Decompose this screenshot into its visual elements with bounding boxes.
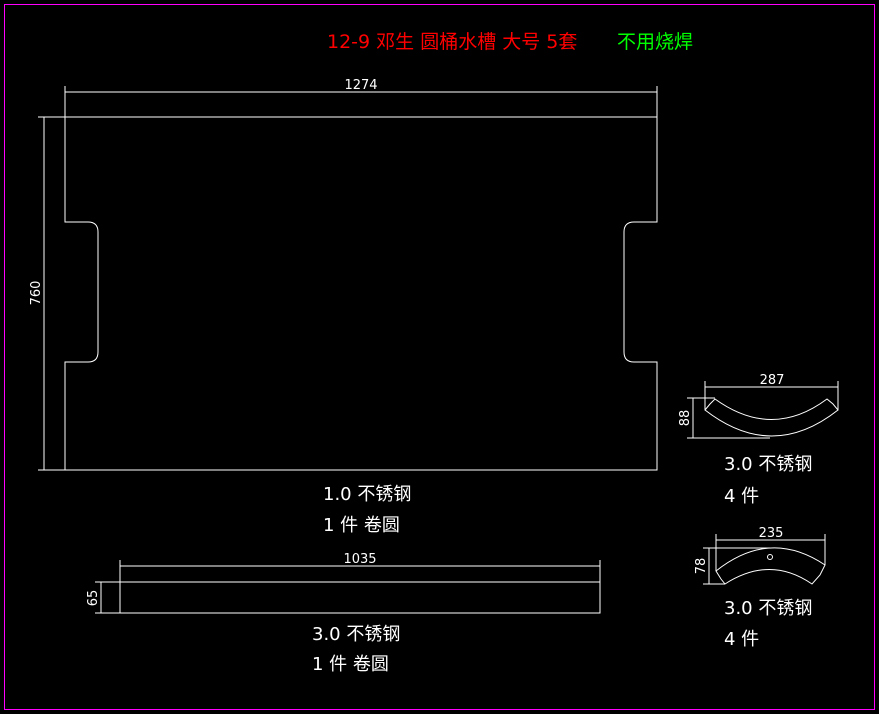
height-dimension: 760 — [29, 281, 44, 306]
drawing-title: 12-9 邓生 圆桶水槽 大号 5套 — [327, 31, 577, 53]
hole-circle — [767, 554, 773, 560]
quantity-label: 4 件 — [724, 486, 759, 507]
material-label: 3.0 不锈钢 — [724, 598, 812, 619]
part-arc-small: 235 78 3.0 不锈钢 4 件 — [694, 526, 826, 650]
part-arc-large: 287 88 3.0 不锈钢 4 件 — [678, 373, 839, 507]
width-dimension: 1274 — [344, 78, 377, 93]
material-label: 3.0 不锈钢 — [724, 454, 812, 475]
part-strip: 1035 65 3.0 不锈钢 1 件 卷圆 — [86, 552, 601, 675]
quantity-label: 1 件 卷圆 — [312, 654, 389, 675]
height-dimension: 78 — [694, 558, 709, 575]
width-dimension: 1035 — [343, 552, 376, 567]
height-dimension: 88 — [678, 410, 693, 427]
part-main-panel: 1274 760 1.0 不锈钢 1 件 卷圆 — [29, 78, 658, 536]
material-label: 3.0 不锈钢 — [312, 624, 400, 645]
quantity-label: 1 件 卷圆 — [323, 515, 400, 536]
quantity-label: 4 件 — [724, 629, 759, 650]
drawing-border — [4, 4, 875, 710]
width-dimension: 287 — [760, 373, 785, 388]
width-dimension: 235 — [759, 526, 784, 541]
height-dimension: 65 — [86, 590, 101, 607]
material-label: 1.0 不锈钢 — [323, 484, 411, 505]
drawing-title-note: 不用烧焊 — [617, 31, 693, 53]
